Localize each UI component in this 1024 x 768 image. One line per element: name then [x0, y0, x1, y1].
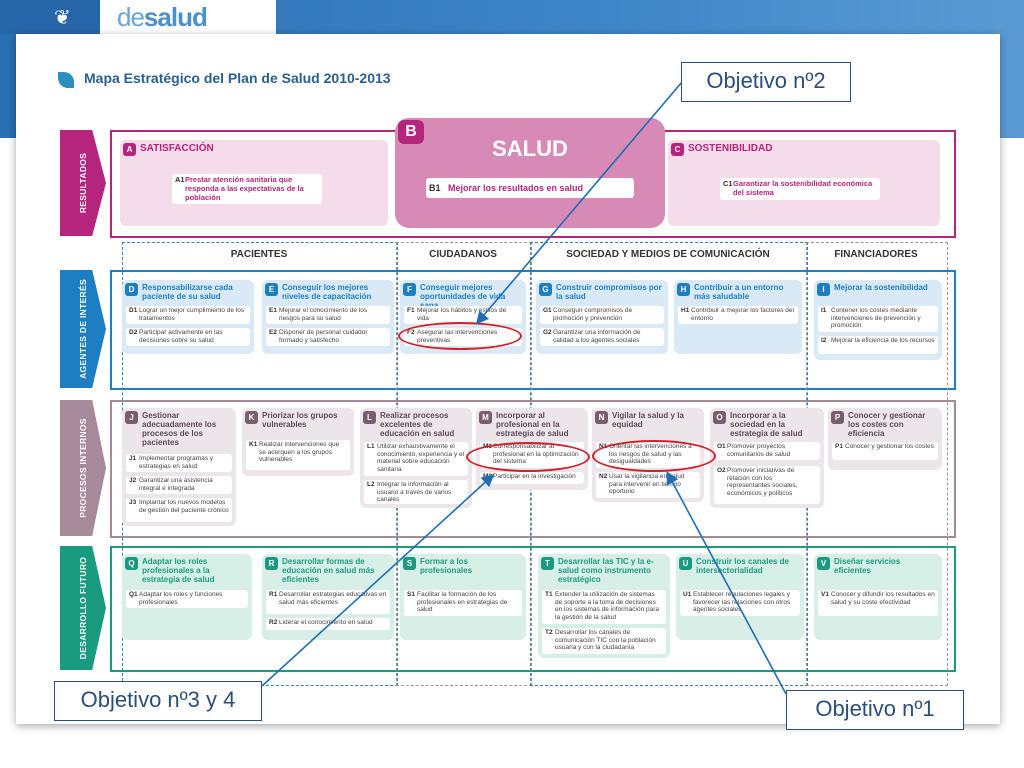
- arrow-objetivo-3y4: [261, 473, 495, 687]
- column-header-financiadores: FINANCIADORES: [834, 249, 918, 260]
- card-H: H Contribuir a un entorno más saludable …: [674, 280, 802, 354]
- card-B-letter: B: [398, 120, 424, 144]
- card-B-salud: [395, 118, 665, 228]
- card-E: E Conseguir los mejores niveles de capac…: [262, 280, 394, 354]
- arrow-objetivo-1: [666, 471, 787, 695]
- callout-objetivo-2: Objetivo nº2: [681, 62, 851, 102]
- salud-title: SALUD: [492, 136, 568, 161]
- callout-objetivo-3y4: Objetivo nº3 y 4: [54, 681, 262, 721]
- card-O: O Incorporar a la sociedad en la estrate…: [710, 408, 824, 508]
- lion-emblem-icon: ❦: [54, 7, 71, 29]
- card-L: L Realizar procesos excelentes de educac…: [360, 408, 472, 508]
- map-title: Mapa Estratégico del Plan de Salud 2010-…: [84, 70, 391, 86]
- card-D: D Responsabilizarse cada paciente de su …: [122, 280, 254, 354]
- card-Q: Q Adaptar los roles profesionales a la e…: [122, 554, 252, 640]
- column-header-pacientes: PACIENTES: [230, 249, 288, 260]
- desalud-logo: desalud: [117, 2, 208, 32]
- card-P: P Conocer y gestionar los costes con efi…: [828, 408, 942, 470]
- row-box-agentes: [110, 270, 956, 390]
- column-header-sociedad: SOCIEDAD Y MEDIOS DE COMUNICACIÓN: [566, 249, 770, 260]
- column-header-ciudadanos: CIUDADANOS: [429, 249, 497, 260]
- row-box-procesos: [110, 400, 956, 538]
- highlight-oval-M1: [466, 442, 590, 472]
- callout-objetivo-1: Objetivo nº1: [786, 690, 964, 730]
- arrow-objetivo-2: [475, 81, 683, 325]
- highlight-oval-N1: [592, 440, 716, 472]
- highlight-oval-F2: [398, 322, 522, 350]
- card-U: U Construir los canales de intersectoria…: [676, 554, 804, 640]
- logo-emblem-area: ❦: [0, 0, 100, 34]
- logo-area: [100, 0, 276, 34]
- card-J: J Gestionar adecuadamente los procesos d…: [122, 408, 236, 526]
- row-box-desarrollo: [110, 546, 956, 672]
- leaf-icon: [58, 72, 74, 88]
- card-T: T Desarrollar las TIC y la e-salud como …: [538, 554, 670, 658]
